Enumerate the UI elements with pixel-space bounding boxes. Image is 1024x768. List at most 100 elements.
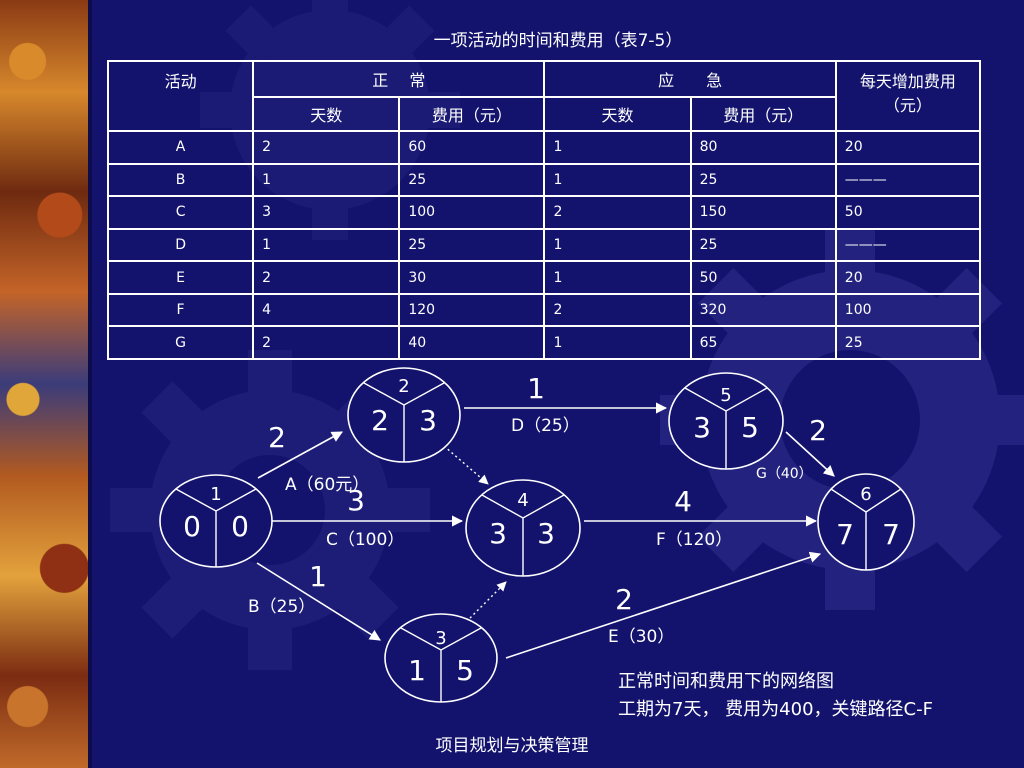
node-5-id: 5 <box>720 385 731 406</box>
table-row: G 2 40 1 65 25 <box>106 325 982 360</box>
cell-normal-days: 2 <box>252 325 401 360</box>
table-subheader-row: 天数 费用（元） 天数 费用（元） <box>108 96 980 132</box>
cell-activity: E <box>106 260 255 295</box>
edge-1-2-duration: 2 <box>268 421 286 454</box>
node-2-id: 2 <box>398 376 409 397</box>
table-row: B 1 25 1 25 ——— <box>106 162 982 198</box>
edge-1-2 <box>257 431 343 479</box>
cell-crash-cost: 150 <box>689 195 837 230</box>
cell-normal-cost: 25 <box>398 227 546 263</box>
table-row: F 4 120 2 320 100 <box>106 292 982 328</box>
cell-crash-days: 1 <box>543 227 692 263</box>
cell-normal-cost: 100 <box>398 195 546 230</box>
cell-daily-cost: 20 <box>834 260 982 295</box>
header-normal-days: 天数 <box>252 96 401 132</box>
cell-normal-days: 1 <box>252 162 401 198</box>
decorative-side-stripe <box>0 0 92 768</box>
cell-normal-cost: 25 <box>398 162 546 198</box>
cell-normal-cost: 40 <box>398 325 546 360</box>
activity-cost-table: 活动 正 常 应 急 每天增加费用（元） 天数 费用（元） 天数 费用（元） A… <box>106 60 982 360</box>
cell-normal-cost: 120 <box>398 292 546 328</box>
diagram-caption: 正常时间和费用下的网络图 工期为7天， 费用为400，关键路径C-F <box>618 668 933 724</box>
cell-crash-days: 1 <box>543 130 692 165</box>
node-5-ef: 5 <box>741 411 759 444</box>
slide-footer: 项目规划与决策管理 <box>435 736 589 756</box>
node-1-id: 1 <box>210 484 221 505</box>
edge-3-6 <box>505 551 822 659</box>
node-2-ef: 3 <box>419 404 437 437</box>
node-4-id: 4 <box>517 490 528 511</box>
header-crash: 应 急 <box>543 60 837 98</box>
caption-line-1: 正常时间和费用下的网络图 <box>618 671 834 692</box>
node-1: 1 0 0 <box>159 474 273 568</box>
edge-1-3-duration: 1 <box>309 560 327 593</box>
node-6-es: 7 <box>836 518 854 551</box>
header-activity: 活动 <box>106 60 255 132</box>
node-5: 5 3 5 <box>668 372 784 470</box>
cell-crash-days: 2 <box>543 195 692 230</box>
edge-1-2-label: A（60元） <box>285 475 369 495</box>
node-3-ef: 5 <box>456 654 474 687</box>
cell-crash-days: 2 <box>543 292 692 328</box>
node-2-es: 2 <box>371 404 389 437</box>
table-row: A 2 60 1 80 20 <box>106 130 982 165</box>
table-row: E 2 30 1 50 20 <box>106 260 982 295</box>
cell-daily-cost: 25 <box>834 325 982 360</box>
node-3-es: 1 <box>408 654 426 687</box>
slide-title: 一项活动的时间和费用（表7-5） <box>433 31 683 51</box>
edge-1-4-label: C（100） <box>326 530 404 550</box>
node-6: 6 7 7 <box>817 473 915 571</box>
edge-5-6-label: G（40） <box>756 466 813 482</box>
header-normal: 正 常 <box>252 60 546 98</box>
cell-daily-cost: 50 <box>834 195 982 230</box>
table-row: C 3 100 2 150 50 <box>106 195 982 230</box>
edge-3-6-label: E（30） <box>608 627 674 647</box>
edge-1-3 <box>256 562 381 641</box>
node-5-es: 3 <box>693 411 711 444</box>
node-6-id: 6 <box>860 484 871 505</box>
cell-crash-days: 1 <box>543 325 692 360</box>
edge-1-4-duration: 3 <box>347 484 365 517</box>
cell-daily-cost: 20 <box>834 130 982 165</box>
cell-crash-cost: 25 <box>689 227 837 263</box>
cell-daily-cost: 100 <box>834 292 982 328</box>
cell-activity: D <box>106 227 255 263</box>
header-crash-days: 天数 <box>543 96 692 132</box>
node-4-es: 3 <box>489 517 507 550</box>
cell-daily-cost: ——— <box>834 227 982 263</box>
cell-activity: B <box>106 162 255 198</box>
cell-normal-days: 3 <box>252 195 401 230</box>
table-header-row: 活动 正 常 应 急 每天增加费用（元） <box>106 60 982 132</box>
cell-crash-cost: 320 <box>689 292 837 328</box>
cell-crash-days: 1 <box>543 260 692 295</box>
caption-line-2: 工期为7天， 费用为400，关键路径C-F <box>618 699 933 720</box>
header-daily-cost: 每天增加费用（元） <box>834 60 982 132</box>
cell-normal-days: 1 <box>252 227 401 263</box>
cell-normal-cost: 30 <box>398 260 546 295</box>
cell-crash-cost: 25 <box>689 162 837 198</box>
edge-2-5-duration: 1 <box>527 372 545 405</box>
cell-crash-cost: 65 <box>689 325 837 360</box>
node-4: 4 3 3 <box>465 479 581 577</box>
node-3: 3 1 5 <box>384 613 498 703</box>
header-normal-cost: 费用（元） <box>398 96 546 132</box>
edge-1-3-label: B（25） <box>248 597 315 617</box>
cell-activity: G <box>106 325 255 360</box>
cell-normal-days: 2 <box>252 260 401 295</box>
node-3-id: 3 <box>435 628 446 649</box>
cell-crash-cost: 80 <box>689 130 837 165</box>
cell-activity: A <box>106 130 255 165</box>
cell-crash-days: 1 <box>543 162 692 198</box>
edge-4-6-label: F（120） <box>656 530 732 550</box>
edge-5-6 <box>785 431 835 477</box>
node-2: 2 2 3 <box>347 367 461 463</box>
node-6-ef: 7 <box>882 518 900 551</box>
cell-crash-cost: 50 <box>689 260 837 295</box>
cell-normal-days: 4 <box>252 292 401 328</box>
dummy-edge-2-4 <box>443 445 489 485</box>
cell-daily-cost: ——— <box>834 162 982 198</box>
node-1-es: 0 <box>183 510 201 543</box>
table-row: D 1 25 1 25 ——— <box>106 227 982 263</box>
cell-activity: F <box>106 292 255 328</box>
